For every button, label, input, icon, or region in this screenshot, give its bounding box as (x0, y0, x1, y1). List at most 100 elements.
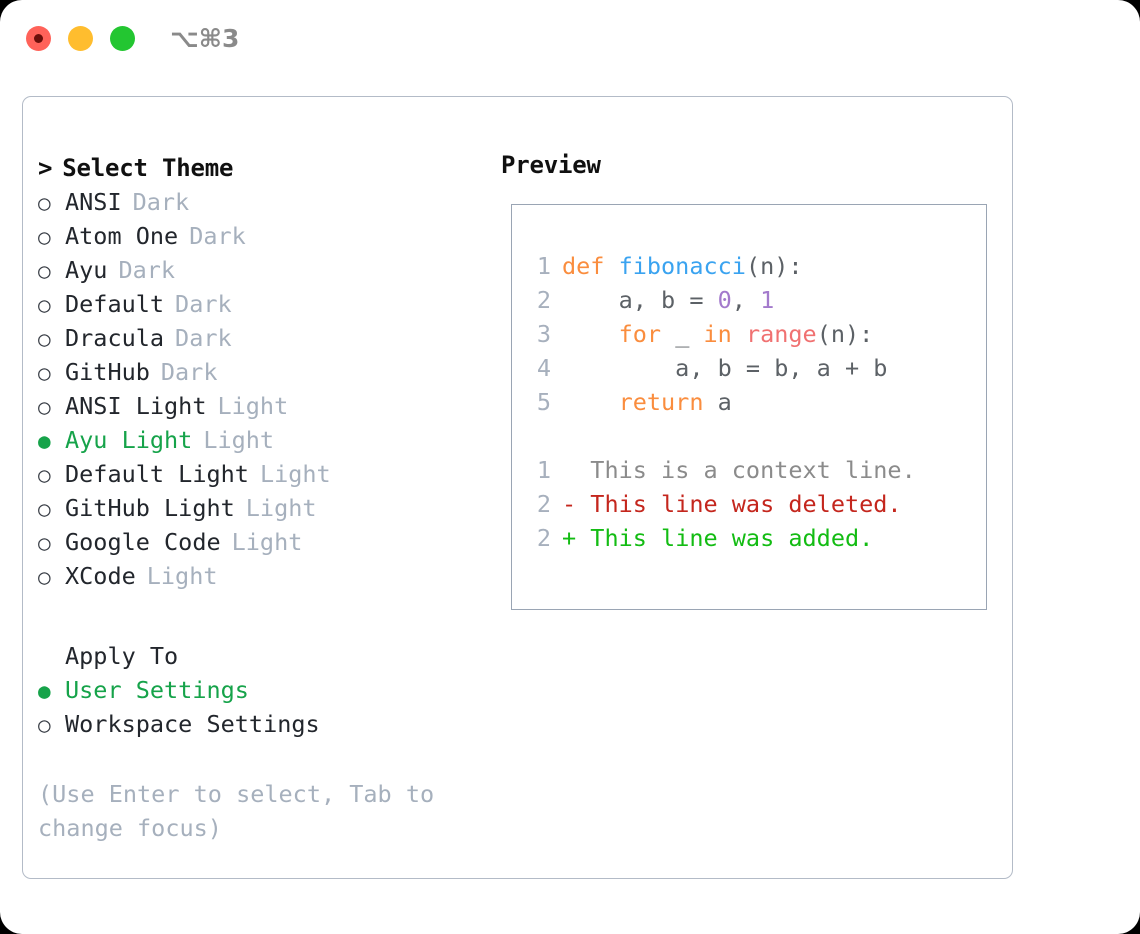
theme-option-github[interactable]: ○ GitHub Dark (38, 355, 478, 389)
diff-marker: - (562, 490, 577, 518)
radio-empty-icon: ○ (38, 395, 51, 419)
code-token-plain: a, b = (562, 286, 718, 314)
code-token-plain (732, 320, 746, 348)
code-token-kw: for (618, 320, 662, 348)
diff-text: This is a context line. (576, 456, 916, 484)
theme-option-tag: Dark (118, 256, 176, 284)
code-token-kw: return (618, 388, 704, 416)
preview-heading: Preview (501, 151, 601, 179)
minimize-button[interactable] (68, 26, 93, 51)
code-token-plain: _ (661, 320, 704, 348)
theme-option-label: GitHub Light (65, 494, 235, 522)
apply-to-option-user-settings[interactable]: ● User Settings (38, 673, 478, 707)
theme-option-tag: Light (259, 460, 331, 488)
apply-to-option-label: User Settings (65, 676, 249, 704)
code-token-num: 1 (760, 286, 775, 314)
radio-empty-icon: ○ (38, 259, 51, 283)
theme-option-label: Atom One (65, 222, 179, 250)
radio-empty-icon: ○ (38, 497, 51, 521)
line-number: 2 (536, 490, 551, 518)
diff-marker (562, 456, 576, 484)
theme-option-label: XCode (65, 562, 136, 590)
caret-icon: > (38, 154, 53, 182)
theme-option-label: Default Light (65, 460, 249, 488)
apply-to-option-workspace-settings[interactable]: ○ Workspace Settings (38, 707, 478, 741)
diff-text: This line was added. (576, 524, 874, 552)
line-number: 4 (536, 354, 551, 382)
keyboard-hint-text: (Use Enter to select, Tab to change focu… (38, 780, 435, 842)
code-token-call: range (745, 320, 817, 348)
title-bar: ⌥⌘3 (0, 0, 1140, 78)
radio-empty-icon: ○ (38, 225, 51, 249)
theme-option-label: Ayu Light (65, 426, 193, 454)
diff-line-del: 2- This line was deleted. (525, 487, 980, 521)
code-token-num: 0 (717, 286, 732, 314)
code-token-fn: fibonacci (618, 252, 746, 280)
radio-empty-icon: ○ (38, 463, 51, 487)
theme-option-label: Default (65, 290, 165, 318)
code-token-plain: , (731, 286, 761, 314)
code-line: 1 def fibonacci(n): (525, 249, 980, 283)
diff-text: This line was deleted. (576, 490, 902, 518)
theme-option-tag: Dark (132, 188, 190, 216)
theme-option-label: Dracula (65, 324, 165, 352)
code-line: 2 a, b = 0, 1 (525, 283, 980, 317)
theme-option-default-light[interactable]: ○ Default Light Light (38, 457, 478, 491)
diff-marker: + (562, 524, 577, 552)
theme-option-ayu[interactable]: ○ Ayu Dark (38, 253, 478, 287)
line-number: 1 (536, 252, 551, 280)
line-number: 3 (536, 320, 551, 348)
theme-option-atom-one[interactable]: ○ Atom One Dark (38, 219, 478, 253)
code-token-plain (562, 388, 619, 416)
code-line: 5 return a (525, 385, 980, 419)
theme-option-label: GitHub (65, 358, 150, 386)
keyboard-shortcut-label: ⌥⌘3 (170, 24, 240, 53)
theme-option-label: Ayu (65, 256, 108, 284)
theme-option-tag: Dark (189, 222, 246, 250)
radio-empty-icon: ○ (38, 713, 51, 737)
code-token-kw: in (703, 320, 732, 348)
preview-column: Preview (501, 151, 1001, 179)
line-number: 2 (536, 286, 551, 314)
radio-empty-icon: ○ (38, 565, 51, 589)
line-number: 1 (536, 456, 551, 484)
diff-line-add: 2 + This line was added. (525, 521, 980, 555)
diff-sample: 1 This is a context line.2- This line wa… (525, 453, 980, 555)
theme-option-dracula[interactable]: ○ Dracula Dark (38, 321, 478, 355)
code-token-plain (562, 320, 619, 348)
code-token-plain: (n): (745, 252, 803, 280)
code-token-kw: def (562, 252, 619, 280)
radio-selected-icon: ● (38, 429, 51, 453)
radio-empty-icon: ○ (38, 327, 51, 351)
line-number: 5 (536, 388, 551, 416)
line-number: 2 (536, 524, 551, 552)
radio-empty-icon: ○ (38, 361, 51, 385)
theme-option-label: Google Code (65, 528, 221, 556)
code-token-plain: (n): (816, 320, 874, 348)
code-blank-line (525, 419, 980, 453)
traffic-light-buttons (26, 26, 135, 51)
diff-line-ctx: 1 This is a context line. (525, 453, 980, 487)
maximize-button[interactable] (110, 26, 135, 51)
radio-selected-icon: ● (38, 679, 51, 703)
theme-option-label: ANSI (65, 188, 122, 216)
code-line: 3 for _ in range(n): (525, 317, 980, 351)
theme-option-tag: Dark (160, 358, 218, 386)
code-line: 4 a, b = b, a + b (525, 351, 980, 385)
apply-to-option-label: Workspace Settings (65, 710, 320, 738)
theme-option-tag: Dark (175, 324, 232, 352)
close-button[interactable] (26, 26, 51, 51)
